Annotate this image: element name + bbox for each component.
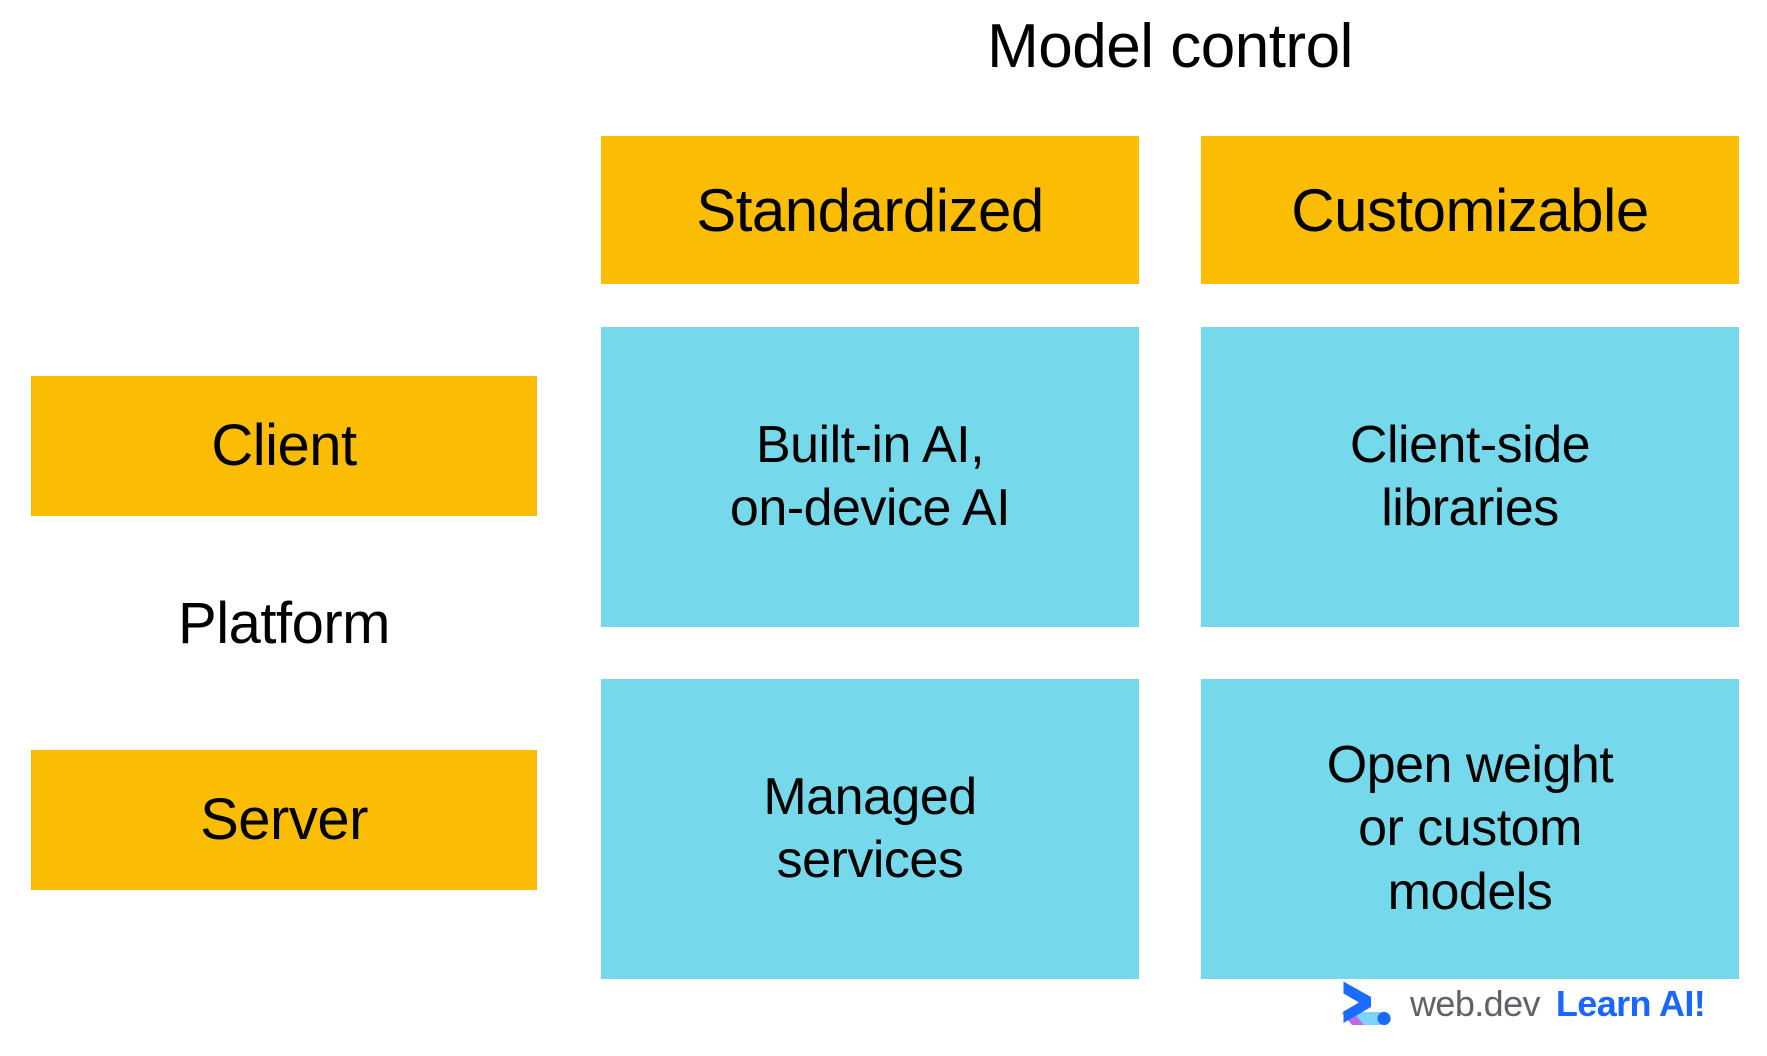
row-header-server-label: Server [200,786,368,852]
row-axis-label: Platform [178,591,390,656]
column-header-customizable: Customizable [1201,136,1739,284]
column-header-standardized-label: Standardized [696,176,1044,244]
cell-client-standardized-label: Built-in AI, on-device AI [729,415,1011,537]
brand-lockup: web.dev Learn AI! [1340,978,1706,1030]
row-header-client: Client [31,376,537,516]
cell-client-customizable-label: Client-side libraries [1349,415,1591,537]
cell-client-standardized: Built-in AI, on-device AI [601,327,1139,627]
cell-server-customizable-label: Open weight or custom models [1326,735,1614,921]
row-header-client-label: Client [211,412,357,478]
cell-server-standardized-label: Managed services [763,767,977,889]
webdev-chevron-logo-icon [1341,981,1391,1026]
cell-client-customizable: Client-side libraries [1201,327,1739,627]
column-header-standardized: Standardized [601,136,1139,284]
cell-server-customizable: Open weight or custom models [1201,679,1739,979]
column-header-customizable-label: Customizable [1291,176,1649,244]
brand-tagline: Learn AI! [1555,983,1706,1024]
cell-server-standardized: Managed services [601,679,1139,979]
page-title: Model control [987,12,1353,81]
row-header-server: Server [31,750,537,890]
brand-wordmark: web.dev [1410,983,1540,1024]
